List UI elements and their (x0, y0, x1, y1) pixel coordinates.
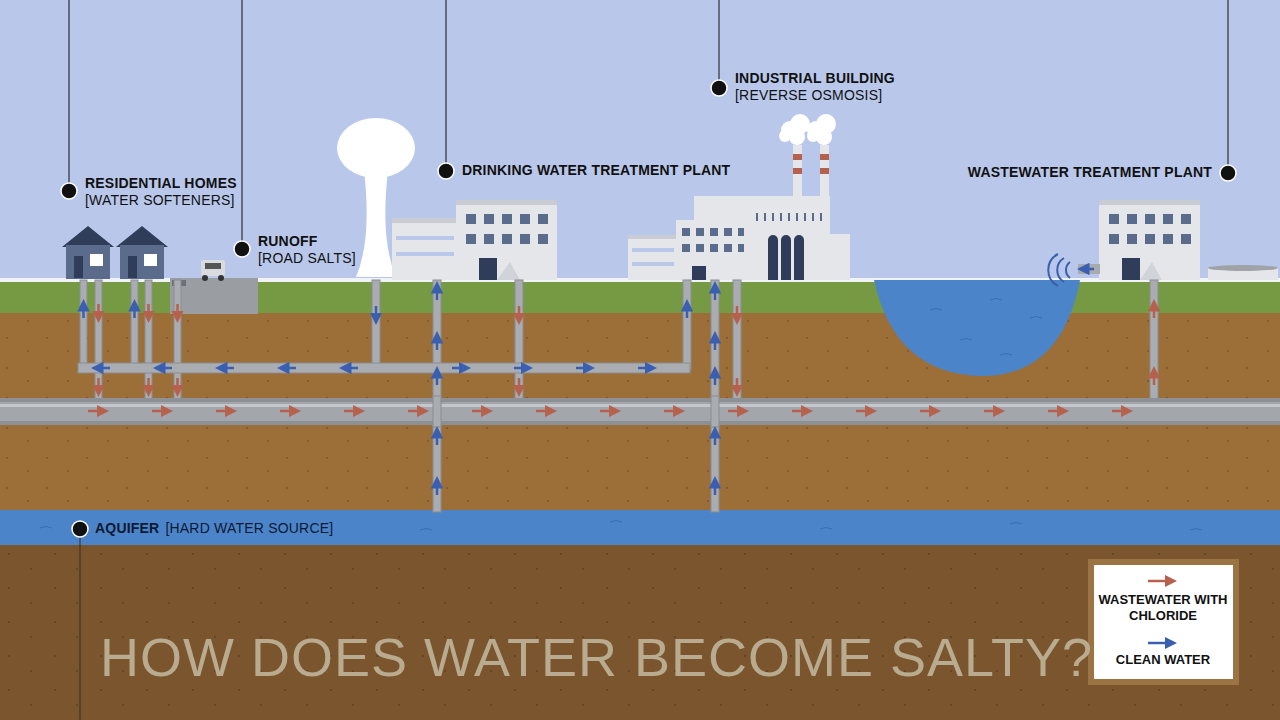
flow-arrow (97, 378, 100, 392)
flow-arrow (1153, 304, 1156, 318)
flow-arrow (686, 304, 689, 318)
callout-label: INDUSTRIAL BUILDING (735, 70, 895, 87)
flow-arrow (436, 371, 439, 385)
flow-arrow (714, 481, 717, 495)
flow-arrow (728, 410, 744, 413)
callout-note: [HARD WATER SOURCE] (165, 520, 333, 537)
legend-text: WASTEWATER WITH CHLORIDE (1097, 592, 1229, 624)
flow-arrow (344, 367, 358, 370)
title: HOW DOES WATER BECOME SALTY? (100, 626, 1093, 688)
callout-note: [REVERSE OSMOSIS] (735, 87, 882, 104)
flow-arrow (176, 378, 179, 392)
flow-arrow (472, 410, 488, 413)
callout-label: RUNOFF (258, 233, 318, 250)
callout-label: RESIDENTIAL HOMES (85, 175, 237, 192)
callout-label: AQUIFER (95, 520, 159, 537)
flow-arrow (436, 286, 439, 300)
flow-arrow (1153, 371, 1156, 385)
flow-arrow (133, 304, 136, 318)
legend-sample (1148, 642, 1172, 645)
flow-arrow (147, 378, 150, 392)
flow-arrow (536, 410, 552, 413)
flow-arrow (736, 378, 739, 392)
flow-arrow (1082, 268, 1094, 271)
callout-note: [WATER SOFTENERS] (85, 192, 235, 209)
flow-arrow (96, 367, 110, 370)
flow-arrow (408, 410, 424, 413)
flow-arrow (152, 410, 168, 413)
flow-arrow (1048, 410, 1064, 413)
flow-arrow (736, 306, 739, 320)
flow-arrow (436, 336, 439, 350)
flow-arrow (714, 371, 717, 385)
flow-arrow (714, 431, 717, 445)
flow-arrow (97, 304, 100, 318)
flow-arrow (576, 367, 590, 370)
flow-arrow (282, 367, 296, 370)
flow-arrow (514, 367, 528, 370)
flow-arrow (375, 306, 378, 320)
flow-arrow (984, 410, 1000, 413)
flow-arrow (220, 367, 234, 370)
flow-arrow (176, 304, 179, 318)
callout-label: WASTEWATER TREATMENT PLANT (968, 164, 1212, 181)
flow-arrow (158, 367, 172, 370)
flow-arrow (436, 431, 439, 445)
flow-arrow (344, 410, 360, 413)
flow-arrow (518, 378, 521, 392)
flow-arrow (436, 481, 439, 495)
flow-arrow (88, 410, 104, 413)
flow-arrow (638, 367, 652, 370)
flow-arrow (714, 336, 717, 350)
flow-arrow (216, 410, 232, 413)
flow-arrow (1112, 410, 1128, 413)
legend-text: CLEAN WATER (1097, 652, 1229, 668)
flow-arrow (664, 410, 680, 413)
legend-sample (1148, 580, 1172, 583)
flow-arrow (518, 306, 521, 320)
flow-arrow (280, 410, 296, 413)
flow-arrow (452, 367, 466, 370)
callout-label: DRINKING WATER TREATMENT PLANT (462, 162, 730, 179)
flow-arrow (147, 304, 150, 318)
flow-arrow (82, 304, 85, 318)
callout-note: [ROAD SALTS] (258, 250, 356, 267)
flow-arrow (600, 410, 616, 413)
flow-arrow (856, 410, 872, 413)
flow-arrow (920, 410, 936, 413)
flow-arrow (792, 410, 808, 413)
flow-arrow (714, 286, 717, 300)
